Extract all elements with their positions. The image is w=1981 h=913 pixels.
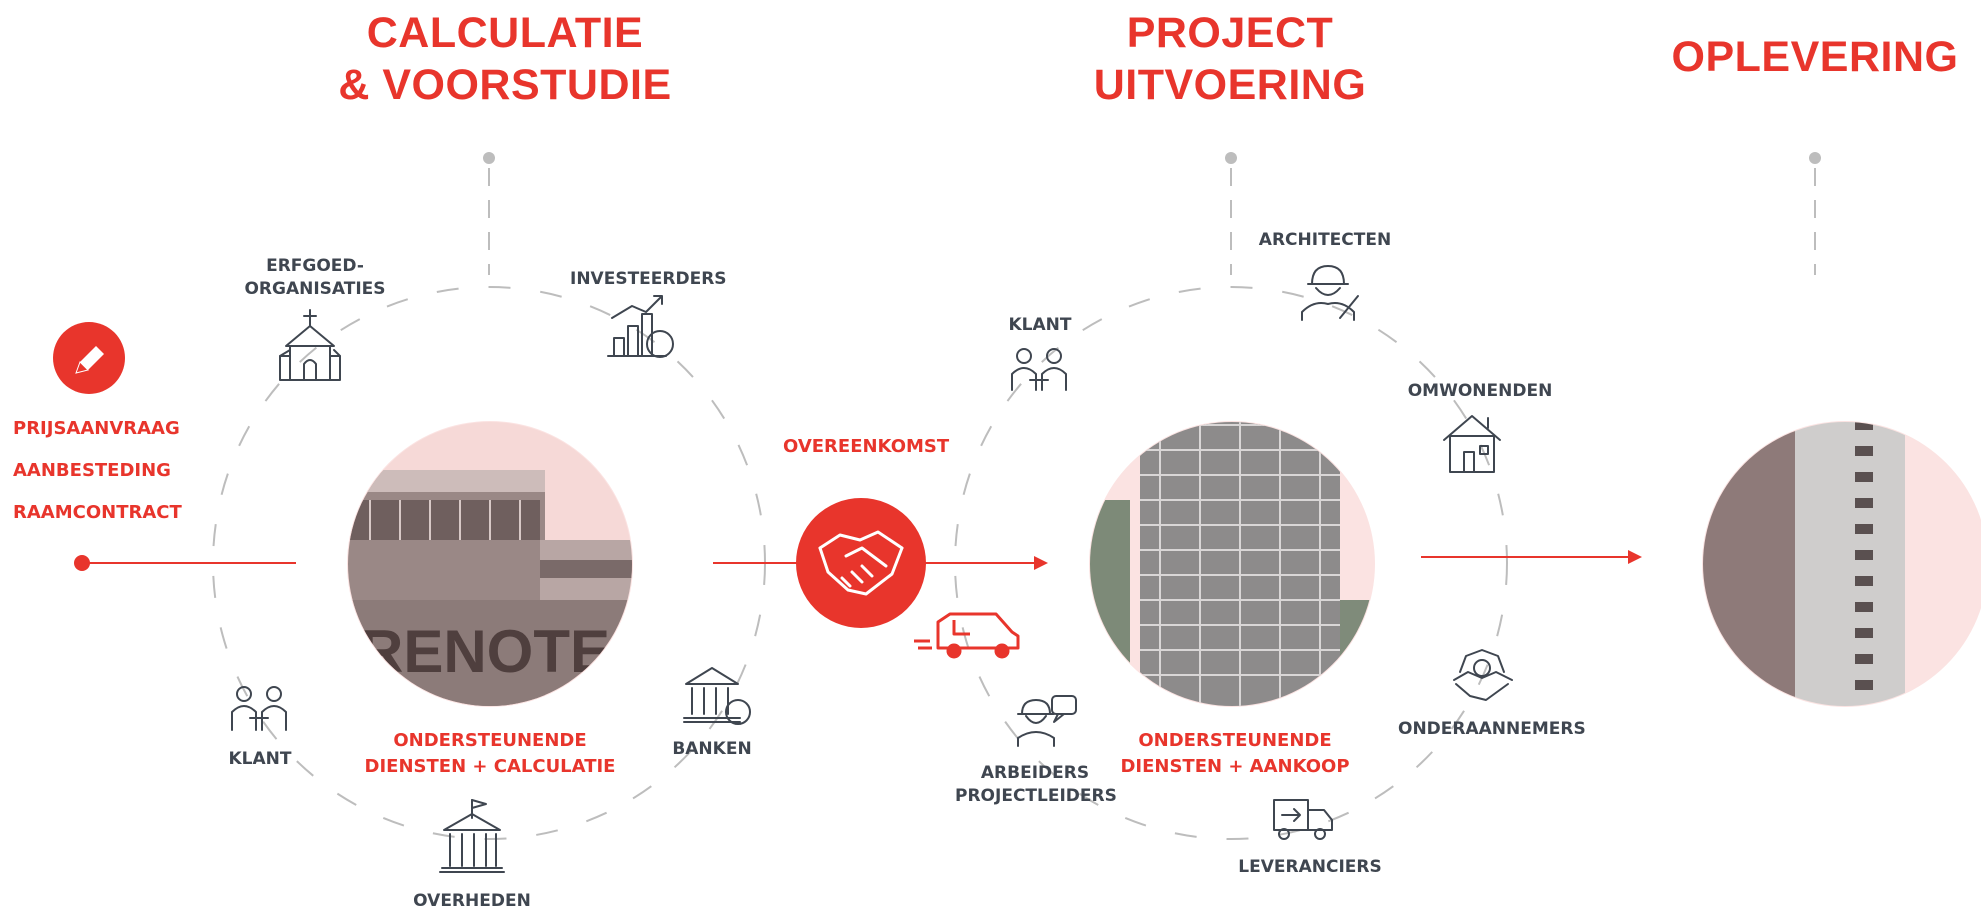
van-icon bbox=[914, 612, 1020, 659]
heading-project-uitvoering: PROJECT UITVOERING bbox=[1070, 8, 1390, 111]
government-building-icon bbox=[439, 799, 505, 873]
orbit-circle-phase2 bbox=[954, 286, 1508, 840]
connector-dot-3 bbox=[1809, 152, 1821, 164]
connector-dot-1 bbox=[483, 152, 495, 164]
label-klant-1: KLANT bbox=[228, 749, 292, 769]
delivery-truck-icon bbox=[1273, 799, 1333, 840]
dash-connector-1 bbox=[488, 168, 1816, 275]
photo-tower-scaffolding bbox=[1090, 422, 1374, 706]
bank-euro-icon bbox=[683, 667, 751, 725]
investment-chart-icon bbox=[607, 295, 674, 358]
label-banken: BANKEN bbox=[672, 739, 752, 759]
church-icon bbox=[279, 309, 341, 381]
connector-dot-2 bbox=[1225, 152, 1237, 164]
label-leveranciers: LEVERANCIERS bbox=[1238, 857, 1382, 877]
label-omwonenden: OMWONENDEN bbox=[1407, 381, 1553, 401]
service-calculatie-line1: ONDERSTEUNENDE bbox=[393, 730, 587, 751]
service-label-calculatie: ONDERSTEUNENDE DIENSTEN + CALCULATIE bbox=[340, 728, 640, 780]
pencil-badge-icon bbox=[53, 322, 125, 394]
label-erfgoed-line2: ORGANISATIES bbox=[244, 278, 386, 299]
photo-office-building: RENOTEC bbox=[348, 422, 653, 706]
service-aankoop-line1: ONDERSTEUNENDE bbox=[1138, 730, 1332, 751]
heading-calculatie: CALCULATIE & VOORSTUDIE bbox=[330, 8, 680, 111]
service-aankoop-line2: DIENSTEN + AANKOOP bbox=[1120, 756, 1350, 778]
label-onderaannemers: ONDERAANNEMERS bbox=[1398, 719, 1586, 739]
photo-finished-tower bbox=[1703, 422, 1981, 706]
arrow-head-1 bbox=[1034, 556, 1048, 570]
label-erfgoed-line1: ERFGOED- bbox=[266, 256, 364, 276]
label-architecten: ARCHITECTEN bbox=[1258, 230, 1392, 250]
heading-calculatie-line2: & VOORSTUDIE bbox=[338, 60, 672, 109]
arrow-head-2 bbox=[1628, 550, 1642, 564]
service-calculatie-line2: DIENSTEN + CALCULATIE bbox=[364, 756, 616, 778]
worker-speech-icon bbox=[1017, 695, 1077, 747]
heading-project-line1: PROJECT bbox=[1126, 9, 1334, 57]
label-klant-2: KLANT bbox=[1008, 315, 1072, 335]
architect-icon bbox=[1301, 265, 1359, 321]
label-arbeiders-line1: ARBEIDERS bbox=[980, 763, 1090, 783]
handshake-badge-icon bbox=[796, 498, 926, 628]
service-label-aankoop: ONDERSTEUNENDE DIENSTEN + AANKOOP bbox=[1090, 728, 1380, 780]
left-item-raamcontract: RAAMCONTRACT bbox=[13, 502, 182, 523]
label-arbeiders-line2: PROJECTLEIDERS bbox=[955, 785, 1117, 806]
klant-icon-2 bbox=[1011, 348, 1067, 391]
klant-icon-1 bbox=[231, 686, 287, 731]
house-icon bbox=[1443, 415, 1501, 473]
left-item-aanbesteding: AANBESTEDING bbox=[13, 460, 171, 481]
svg-text:RENOTEC: RENOTEC bbox=[360, 618, 653, 685]
label-overheden: OVERHEDEN bbox=[413, 891, 531, 911]
label-erfgoed: ERFGOED- ORGANISATIES bbox=[240, 255, 390, 301]
overeenkomst-label: OVEREENKOMST bbox=[783, 436, 950, 457]
heading-project-line2: UITVOERING bbox=[1093, 60, 1367, 109]
heading-calculatie-line1: CALCULATIE bbox=[366, 9, 644, 57]
left-item-prijsaanvraag: PRIJSAANVRAAG bbox=[13, 418, 180, 439]
heading-oplevering: OPLEVERING bbox=[1671, 33, 1959, 81]
gear-handshake-icon bbox=[1453, 649, 1513, 701]
label-investeerders: INVESTEERDERS bbox=[570, 269, 727, 289]
label-arbeiders: ARBEIDERS PROJECTLEIDERS bbox=[955, 762, 1117, 808]
